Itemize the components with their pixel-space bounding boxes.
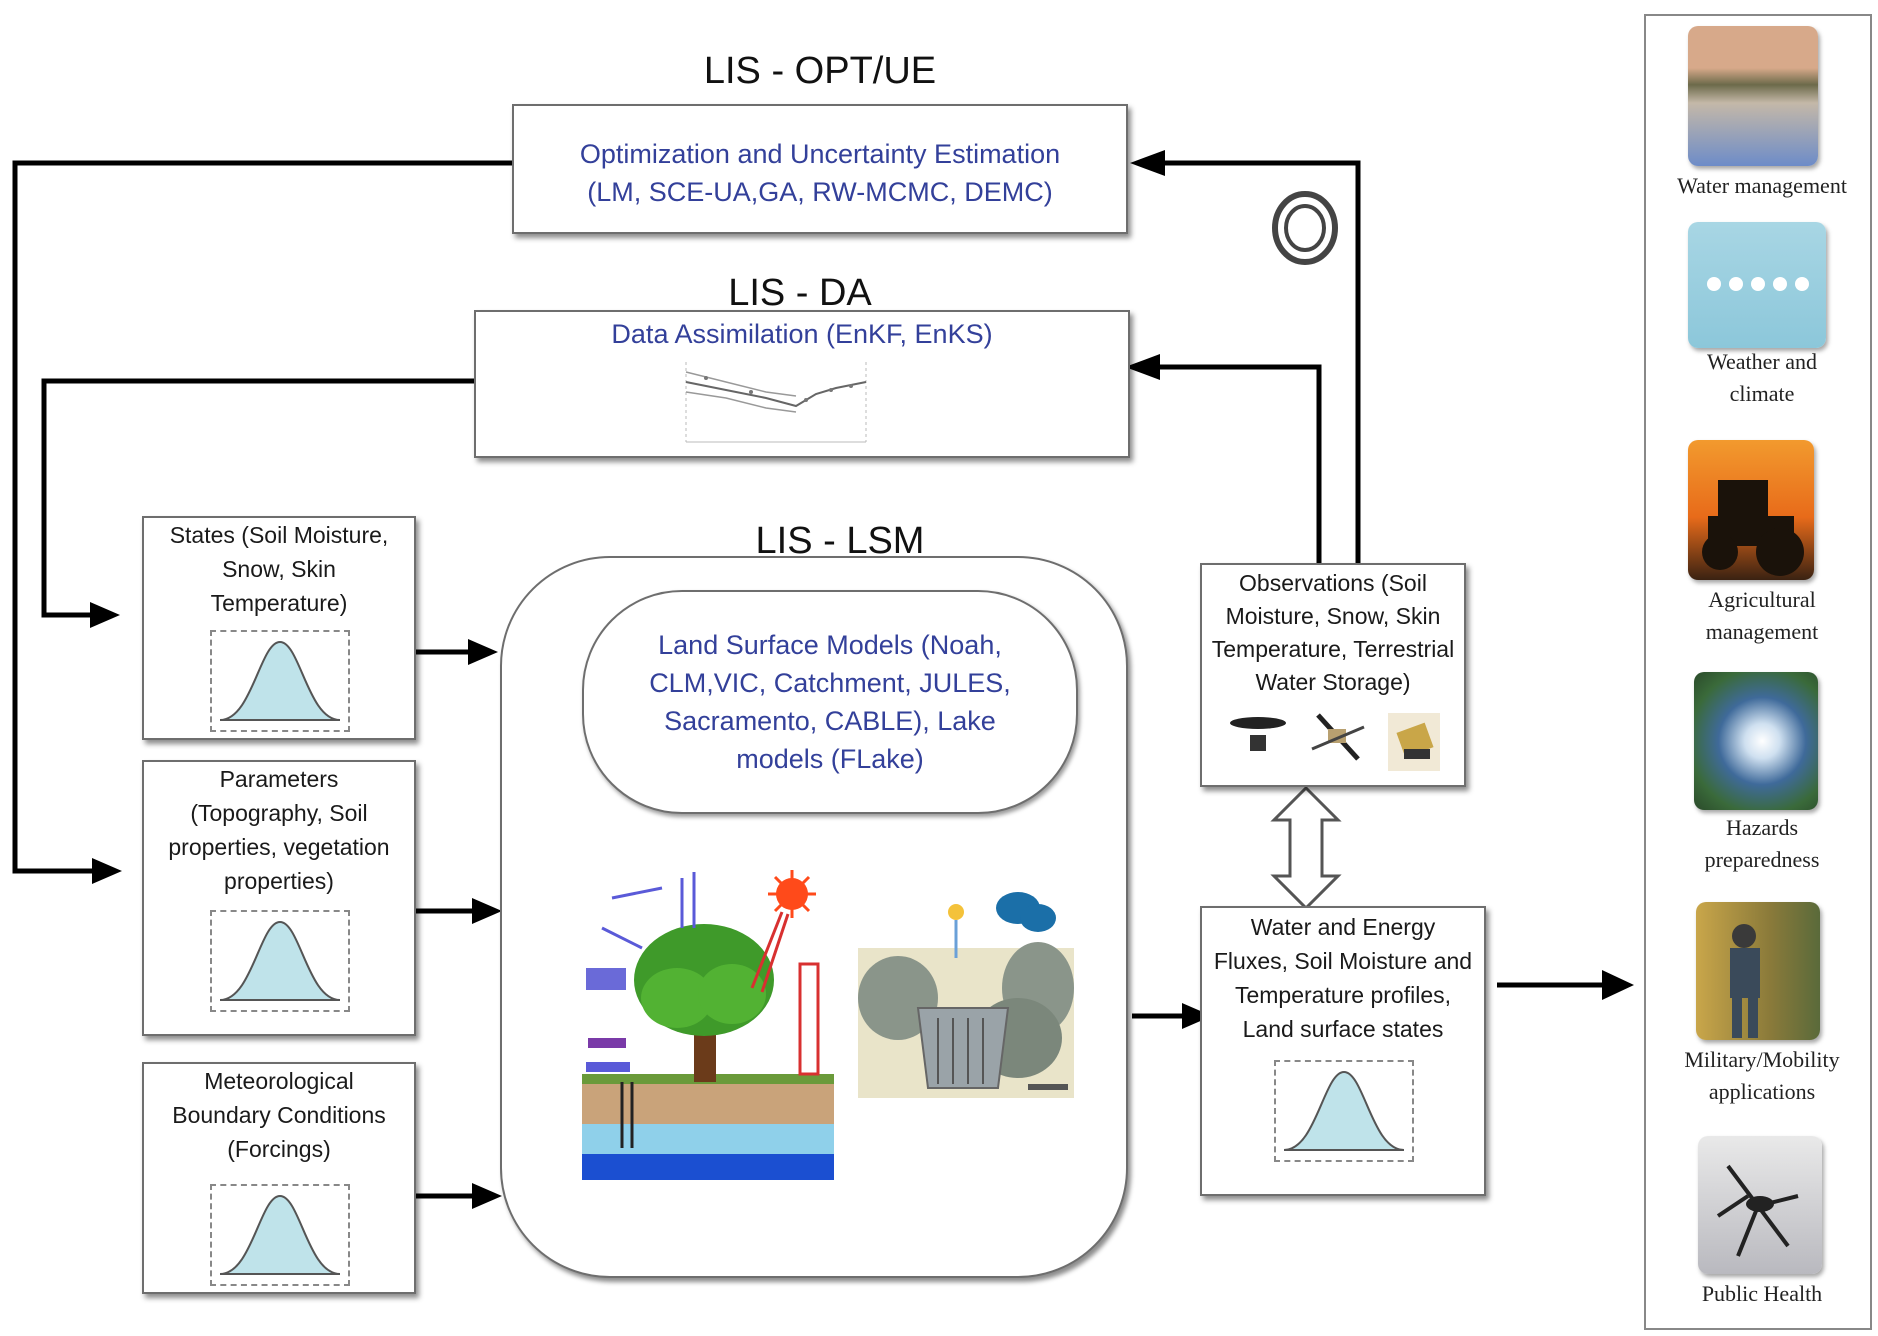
outputs-label-line: Land surface states [1242, 1016, 1444, 1042]
application-label-agriculture: Agricultural management [1646, 584, 1878, 648]
forcings-label-line: (Forcings) [227, 1136, 331, 1162]
application-label-line: preparedness [1704, 847, 1820, 872]
forcings-label-line: Boundary Conditions [172, 1102, 386, 1128]
observations-label-line: Water Storage) [1255, 669, 1411, 695]
soldier-icon [1696, 902, 1820, 1040]
data-assimilation-title: Data Assimilation (EnKF, EnKS) [611, 319, 993, 349]
application-label-line: Public Health [1701, 1281, 1823, 1306]
parameters-label-line: (Topography, Soil [190, 800, 368, 826]
tractor-icon [1688, 440, 1814, 580]
application-label-line: Agricultural [1708, 587, 1816, 612]
applications-panel: Water management Weather and climate Agr… [1644, 14, 1872, 1330]
states-distribution-chart [210, 630, 350, 732]
application-label-hazards: Hazards preparedness [1646, 812, 1878, 876]
lsm-models-pill: Land Surface Models (Noah, CLM,VIC, Catc… [582, 590, 1078, 814]
lake-reflection-icon [1688, 26, 1818, 166]
lsm-models-line: models (FLake) [736, 744, 924, 774]
forcings-box: Meteorological Boundary Conditions (Forc… [142, 1062, 416, 1294]
observations-label-line: Observations (Soil [1239, 570, 1427, 596]
forcings-label-line: Meteorological [204, 1068, 354, 1094]
observations-to-opt-arrow [1155, 160, 1361, 563]
parameters-label-line: Parameters [219, 766, 339, 792]
application-label-line: Weather and [1707, 349, 1817, 374]
observations-outputs-double-arrow [1270, 785, 1342, 911]
observations-label-line: Moisture, Snow, Skin [1225, 603, 1441, 629]
outputs-box: Water and Energy Fluxes, Soil Moisture a… [1200, 906, 1486, 1196]
parameters-label-line: properties) [224, 868, 334, 894]
application-label-line: Water management [1677, 173, 1847, 198]
lake-hydrology-illustration [858, 892, 1074, 1098]
satellite-icon [1230, 717, 1286, 751]
outputs-label-line: Water and Energy [1250, 914, 1436, 940]
application-label-weather: Weather and climate [1646, 346, 1878, 410]
application-label-line: management [1705, 619, 1819, 644]
lsm-models-line: Sacramento, CABLE), Lake [664, 706, 996, 736]
application-label-line: Military/Mobility [1684, 1047, 1840, 1072]
data-assimilation-box: Data Assimilation (EnKF, EnKS) [474, 310, 1130, 458]
application-label-line: Hazards [1725, 815, 1799, 840]
states-label-line: Temperature) [210, 590, 348, 616]
observations-box: Observations (Soil Moisture, Snow, Skin … [1200, 563, 1466, 787]
mosquito-icon [1698, 1136, 1822, 1274]
optimization-title: Optimization and Uncertainty Estimation [579, 139, 1061, 169]
observations-label-line: Temperature, Terrestrial [1211, 636, 1455, 662]
satellite-icons [1230, 713, 1440, 771]
hurricane-icon [1694, 672, 1818, 810]
states-box: States (Soil Moisture, Snow, Skin Temper… [142, 516, 416, 740]
application-label-water: Water management [1646, 170, 1878, 202]
parameters-box: Parameters (Topography, Soil properties,… [142, 760, 416, 1036]
satellite-icon [1388, 713, 1440, 771]
outputs-distribution-chart [1274, 1060, 1414, 1162]
application-label-line: applications [1708, 1079, 1816, 1104]
optimization-methods: (LM, SCE-UA,GA, RW-MCMC, DEMC) [587, 177, 1053, 207]
assimilation-timeseries-plot [685, 362, 867, 443]
states-label-line: States (Soil Moisture, [169, 522, 389, 548]
da-section-title: LIS - DA [728, 272, 872, 314]
lsm-models-line: Land Surface Models (Noah, [658, 630, 1002, 660]
observations-label: Observations (Soil Moisture, Snow, Skin … [1202, 567, 1464, 699]
forcings-distribution-chart [210, 1184, 350, 1286]
outputs-label-line: Fluxes, Soil Moisture and [1213, 948, 1473, 974]
forcings-label: Meteorological Boundary Conditions (Forc… [144, 1064, 414, 1166]
weather-forecast-icon [1688, 222, 1826, 348]
lsm-container: Land Surface Models (Noah, CLM,VIC, Catc… [500, 556, 1128, 1278]
lsm-models-label: Land Surface Models (Noah, CLM,VIC, Catc… [584, 626, 1076, 778]
application-label-military: Military/Mobility applications [1646, 1044, 1878, 1108]
lsm-models-line: CLM,VIC, Catchment, JULES, [649, 668, 1011, 698]
outputs-label-line: Temperature profiles, [1234, 982, 1452, 1008]
application-label-health: Public Health [1646, 1278, 1878, 1310]
outputs-label: Water and Energy Fluxes, Soil Moisture a… [1202, 910, 1484, 1046]
states-label: States (Soil Moisture, Snow, Skin Temper… [144, 518, 414, 620]
observations-to-da-arrow [1150, 364, 1322, 563]
parameters-distribution-chart [210, 910, 350, 1012]
satellite-icon [1311, 713, 1365, 761]
optimization-box: Optimization and Uncertainty Estimation … [512, 104, 1128, 234]
iteration-loop-icon [1272, 191, 1338, 265]
states-label-line: Snow, Skin [222, 556, 336, 582]
opt-section-title: LIS - OPT/UE [703, 50, 937, 92]
parameters-label: Parameters (Topography, Soil properties,… [144, 762, 414, 898]
parameters-label-line: properties, vegetation [168, 834, 390, 860]
application-label-line: climate [1729, 381, 1795, 406]
lsm-section-title: LIS - LSM [755, 520, 925, 562]
land-surface-process-illustration [582, 870, 834, 1180]
